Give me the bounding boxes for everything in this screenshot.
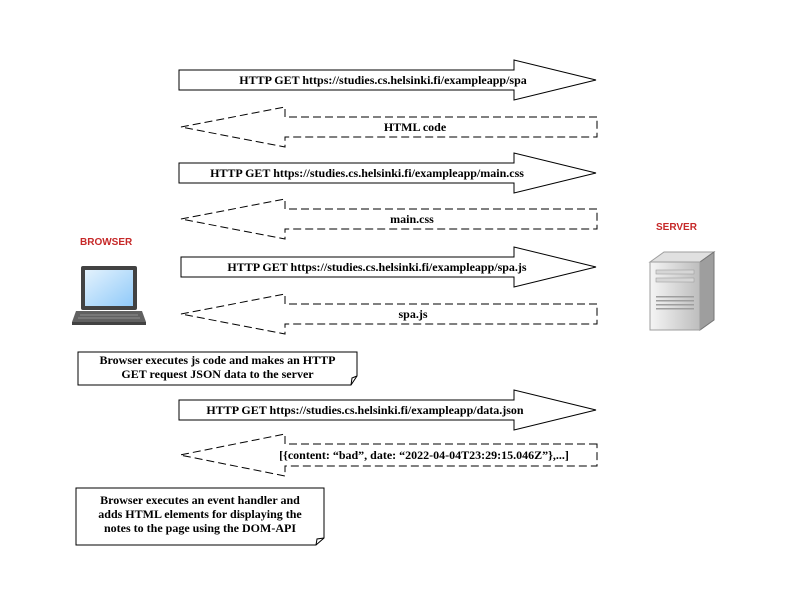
message-label-3: HTTP GET https://studies.cs.helsinki.fi/… <box>210 166 524 180</box>
message-label-8: [{content: “bad”, date: “2022-04-04T23:2… <box>279 448 569 462</box>
message-label-6: spa.js <box>398 307 427 321</box>
message-arrow-8: [{content: “bad”, date: “2022-04-04T23:2… <box>179 433 598 477</box>
note-2-line-2: adds HTML elements for displaying the <box>98 507 302 521</box>
message-arrow-6: spa.js <box>180 293 598 335</box>
message-arrow-7: HTTP GET https://studies.cs.helsinki.fi/… <box>178 389 597 431</box>
server-label: SERVER <box>656 222 698 233</box>
note-1-line-1: Browser executes js code and makes an HT… <box>99 353 336 367</box>
message-arrow-4: main.css <box>180 198 598 240</box>
message-arrow-5: HTTP GET https://studies.cs.helsinki.fi/… <box>180 246 597 288</box>
note-2-line-3: notes to the page using the DOM-API <box>104 521 296 535</box>
note-1 <box>77 351 358 386</box>
message-label-4: main.css <box>390 212 434 226</box>
browser-label: BROWSER <box>80 237 133 248</box>
message-label-7: HTTP GET https://studies.cs.helsinki.fi/… <box>206 403 524 417</box>
note-2 <box>75 487 325 546</box>
message-label-2: HTML code <box>384 120 447 134</box>
note-2-text: Browser executes an event handler and ad… <box>76 493 324 535</box>
laptop-icon <box>72 266 146 325</box>
message-label-1: HTTP GET https://studies.cs.helsinki.fi/… <box>239 73 527 87</box>
message-label-5: HTTP GET https://studies.cs.helsinki.fi/… <box>227 260 527 274</box>
note-2-line-1: Browser executes an event handler and <box>100 493 300 507</box>
message-arrow-2: HTML code <box>180 106 598 148</box>
message-arrow-3: HTTP GET https://studies.cs.helsinki.fi/… <box>178 152 597 194</box>
note-1-line-2: GET request JSON data to the server <box>121 367 314 381</box>
server-icon <box>648 251 716 331</box>
note-1-text: Browser executes js code and makes an HT… <box>78 353 357 381</box>
message-arrow-1: HTTP GET https://studies.cs.helsinki.fi/… <box>178 59 597 101</box>
